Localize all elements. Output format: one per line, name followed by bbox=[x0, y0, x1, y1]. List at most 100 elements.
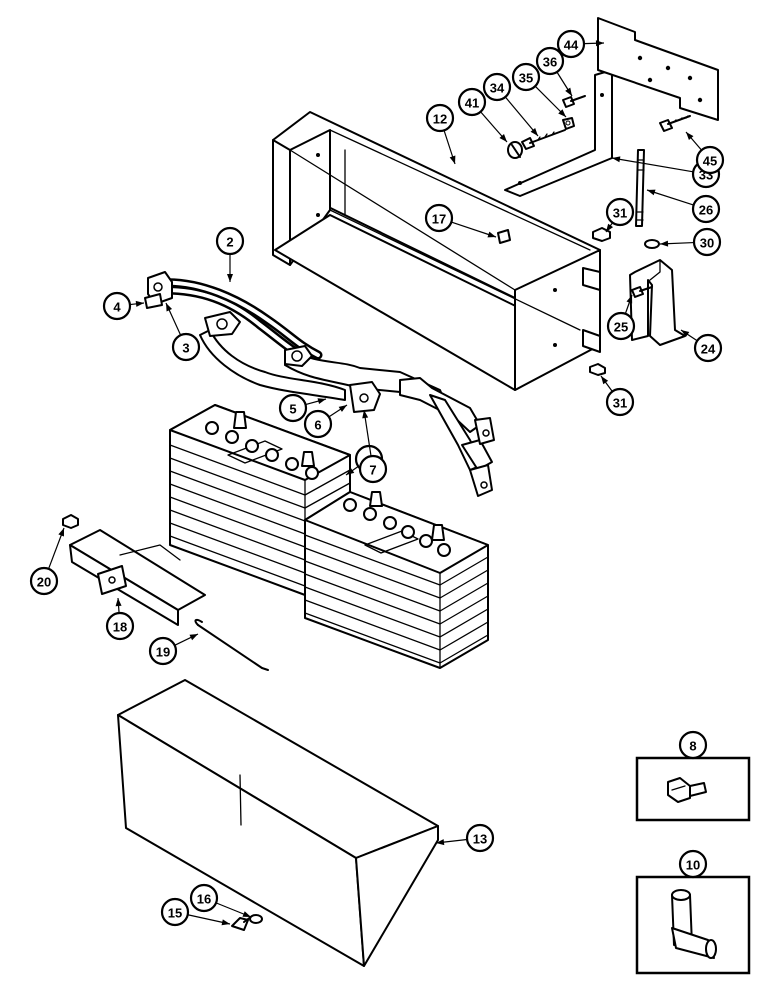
callout-arrowhead bbox=[499, 134, 507, 142]
callout-leader bbox=[646, 189, 694, 206]
callout-number: 24 bbox=[701, 342, 716, 357]
callout-c15: 15 bbox=[160, 897, 231, 927]
callout-circle bbox=[424, 203, 454, 233]
callout-number: 8 bbox=[689, 739, 696, 754]
callout-arrowhead bbox=[606, 223, 614, 232]
callout-c8: 8 bbox=[678, 730, 708, 760]
callout-arrowhead bbox=[227, 274, 233, 282]
callout-circle bbox=[148, 636, 178, 666]
callout-number: 19 bbox=[156, 645, 170, 660]
callout-arrowhead bbox=[221, 919, 230, 926]
callout-c41: 41 bbox=[457, 87, 508, 143]
callout-c16: 16 bbox=[189, 883, 252, 918]
callout-arrowhead bbox=[595, 40, 604, 47]
callout-number: 34 bbox=[490, 81, 505, 96]
callout-c45: 45 bbox=[685, 131, 725, 175]
callout-leader bbox=[611, 157, 694, 173]
callout-arrowhead bbox=[681, 330, 690, 337]
rod-19 bbox=[194, 618, 269, 671]
callout-number: 4 bbox=[113, 300, 121, 315]
callout-circle bbox=[535, 46, 565, 76]
battery-tray bbox=[272, 111, 601, 391]
screw-15 bbox=[231, 915, 253, 931]
callout-circle bbox=[465, 823, 495, 853]
callout-circle bbox=[358, 454, 388, 484]
callout-arrowhead bbox=[58, 528, 64, 537]
rod-26 bbox=[635, 149, 645, 227]
callout-c30: 30 bbox=[659, 227, 722, 257]
callout-number: 45 bbox=[703, 154, 717, 169]
callout-circle bbox=[692, 227, 722, 257]
callout-number: 16 bbox=[197, 892, 211, 907]
callout-number: 31 bbox=[613, 396, 627, 411]
callout-number: 2 bbox=[226, 235, 233, 250]
callout-arrowhead bbox=[362, 410, 369, 419]
nut-31-lower bbox=[589, 363, 606, 376]
nut-35 bbox=[562, 117, 575, 130]
nut-20 bbox=[62, 514, 79, 529]
callout-number: 36 bbox=[543, 55, 557, 70]
battery-cables bbox=[144, 271, 495, 497]
callout-circle bbox=[215, 226, 245, 256]
callout-circle bbox=[189, 883, 219, 913]
callout-arrowhead bbox=[660, 240, 669, 247]
callout-layer: 1234567810121315161718192024252630313133… bbox=[29, 29, 725, 927]
callout-circle bbox=[678, 849, 708, 879]
callout-arrowhead bbox=[242, 911, 251, 917]
callout-c44: 44 bbox=[556, 29, 605, 59]
callout-number: 5 bbox=[289, 402, 296, 417]
bolt-25 bbox=[631, 286, 653, 298]
bolt-36 bbox=[562, 95, 586, 108]
bolt-45 bbox=[659, 115, 691, 132]
callout-leader bbox=[504, 96, 539, 137]
callout-arrowhead bbox=[346, 467, 355, 475]
nut-31-upper bbox=[592, 227, 611, 242]
callout-circle bbox=[678, 730, 708, 760]
callout-number: 35 bbox=[519, 71, 533, 86]
callout-number: 18 bbox=[113, 620, 127, 635]
callout-number: 25 bbox=[614, 320, 628, 335]
callout-number: 26 bbox=[699, 203, 713, 218]
callout-c31a: 31 bbox=[605, 197, 635, 233]
callout-arrowhead bbox=[612, 156, 621, 163]
callout-arrowhead bbox=[338, 405, 347, 412]
callout-circle bbox=[482, 72, 512, 102]
callout-circle bbox=[695, 145, 725, 175]
callout-c36: 36 bbox=[535, 46, 573, 97]
callout-number: 41 bbox=[465, 96, 479, 111]
callout-circle bbox=[606, 311, 636, 341]
callout-c35: 35 bbox=[511, 62, 567, 118]
callout-arrowhead bbox=[166, 303, 173, 312]
callout-c7: 7 bbox=[358, 409, 388, 484]
callout-number: 7 bbox=[369, 463, 376, 478]
callout-c17: 17 bbox=[424, 203, 497, 238]
callout-c19: 19 bbox=[148, 633, 199, 666]
callout-number: 10 bbox=[686, 858, 700, 873]
callout-arrowhead bbox=[530, 127, 538, 136]
callout-arrowhead bbox=[686, 132, 694, 141]
callout-number: 12 bbox=[433, 112, 447, 127]
callout-circle bbox=[425, 103, 455, 133]
bolt-34 bbox=[521, 129, 566, 150]
callout-c2: 2 bbox=[215, 226, 245, 282]
callout-arrowhead bbox=[115, 598, 122, 607]
callout-arrowhead bbox=[558, 109, 566, 117]
callout-c13: 13 bbox=[435, 823, 495, 853]
clamp-24 bbox=[629, 259, 686, 346]
callout-c5: 5 bbox=[278, 393, 327, 423]
callout-c6: 6 bbox=[303, 404, 348, 439]
callout-number: 20 bbox=[37, 575, 51, 590]
pin-41 bbox=[507, 141, 523, 159]
callout-arrowhead bbox=[317, 398, 326, 404]
mounting-plate bbox=[597, 17, 719, 121]
callout-number: 17 bbox=[432, 212, 446, 227]
callout-circle bbox=[102, 291, 132, 321]
callout-number: 13 bbox=[473, 832, 487, 847]
callout-circle bbox=[29, 566, 59, 596]
callout-circle bbox=[171, 332, 201, 362]
callout-circle bbox=[457, 87, 487, 117]
callout-arrowhead bbox=[601, 376, 609, 385]
callout-circle bbox=[303, 409, 333, 439]
callout-arrowhead bbox=[647, 189, 656, 196]
